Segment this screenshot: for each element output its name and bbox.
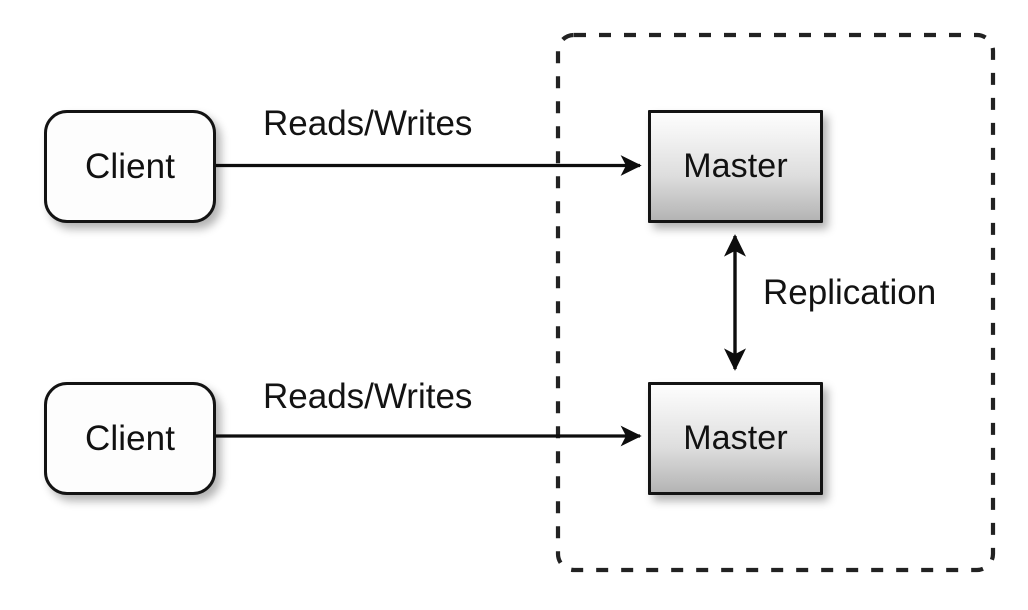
node-master-bottom-label: Master bbox=[683, 419, 788, 457]
node-client-bottom-label: Client bbox=[84, 418, 176, 458]
node-master-top-label: Master bbox=[683, 147, 788, 185]
replication-group-boundary bbox=[555, 32, 996, 573]
node-master-bottom[interactable]: Master bbox=[648, 382, 823, 495]
edge-label-reads-writes-bottom: Reads/Writes bbox=[263, 377, 473, 416]
edge-label-reads-writes-top: Reads/Writes bbox=[263, 104, 473, 143]
edge-label-replication: Replication bbox=[763, 273, 937, 312]
node-client-top[interactable]: Client bbox=[44, 110, 216, 223]
node-client-top-label: Client bbox=[84, 146, 176, 186]
node-client-bottom[interactable]: Client bbox=[44, 382, 216, 495]
node-master-top[interactable]: Master bbox=[648, 110, 823, 223]
